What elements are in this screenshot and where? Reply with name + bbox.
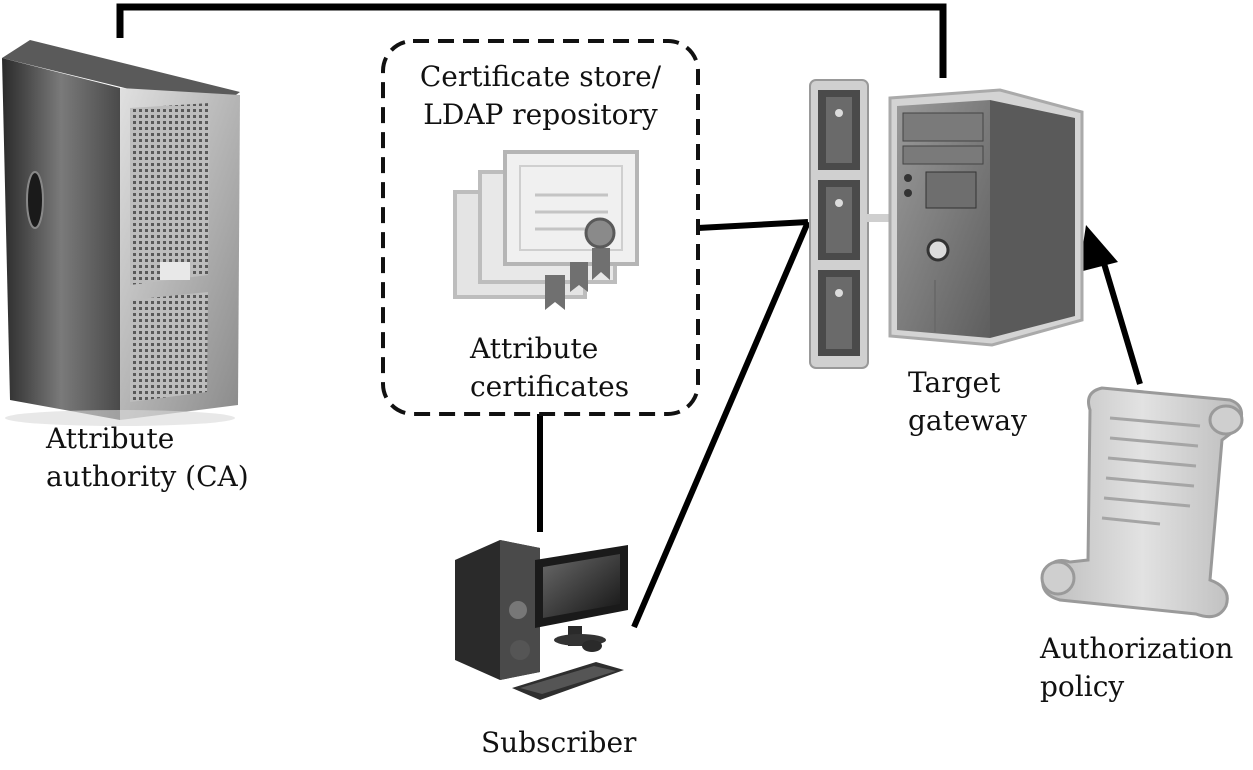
policy-to-gateway-arrow <box>1097 249 1143 385</box>
policy-arrow-head <box>1079 225 1118 272</box>
target-gateway-label: Target gateway <box>908 364 1027 440</box>
attribute-authority-label-line-1: Attribute <box>46 422 175 455</box>
certificate-store-label: Certificate store/ LDAP repository <box>398 58 683 134</box>
target-gateway-label-line-1: Target <box>908 366 1001 399</box>
connections <box>116 3 1143 629</box>
certificate-stack-icon <box>453 150 639 310</box>
attribute-certificates-label: Attribute certificates <box>470 330 629 406</box>
authorization-policy-label: Authorization policy <box>1040 630 1233 706</box>
store-to-gateway-line <box>697 219 809 231</box>
authorization-policy-label-line-2: policy <box>1040 670 1125 703</box>
certificate-store-boundary <box>381 39 700 416</box>
attribute-authority-label-line-2: authority (CA) <box>46 460 249 493</box>
certificate-store-label-line-1: Certificate store/ <box>419 60 662 93</box>
server-rack-with-tower-icon <box>809 79 1084 369</box>
target-gateway-label-line-2: gateway <box>908 404 1027 437</box>
subscriber-label-text: Subscriber <box>481 726 637 759</box>
authority-to-gateway-line <box>116 3 947 78</box>
scroll-document-icon <box>1040 386 1244 619</box>
subscriber-to-gateway-line <box>631 220 811 629</box>
attribute-authority-label: Attribute authority (CA) <box>46 420 249 496</box>
certificate-store-label-line-2: LDAP repository <box>423 98 658 131</box>
attribute-certificates-label-line-2: certificates <box>470 370 630 403</box>
attribute-certificates-label-line-1: Attribute <box>470 332 599 365</box>
desktop-computer-icon <box>455 540 628 700</box>
subscriber-label: Subscriber <box>481 724 636 762</box>
server-tower-icon <box>2 40 240 426</box>
authorization-policy-label-line-1: Authorization <box>1040 632 1234 665</box>
